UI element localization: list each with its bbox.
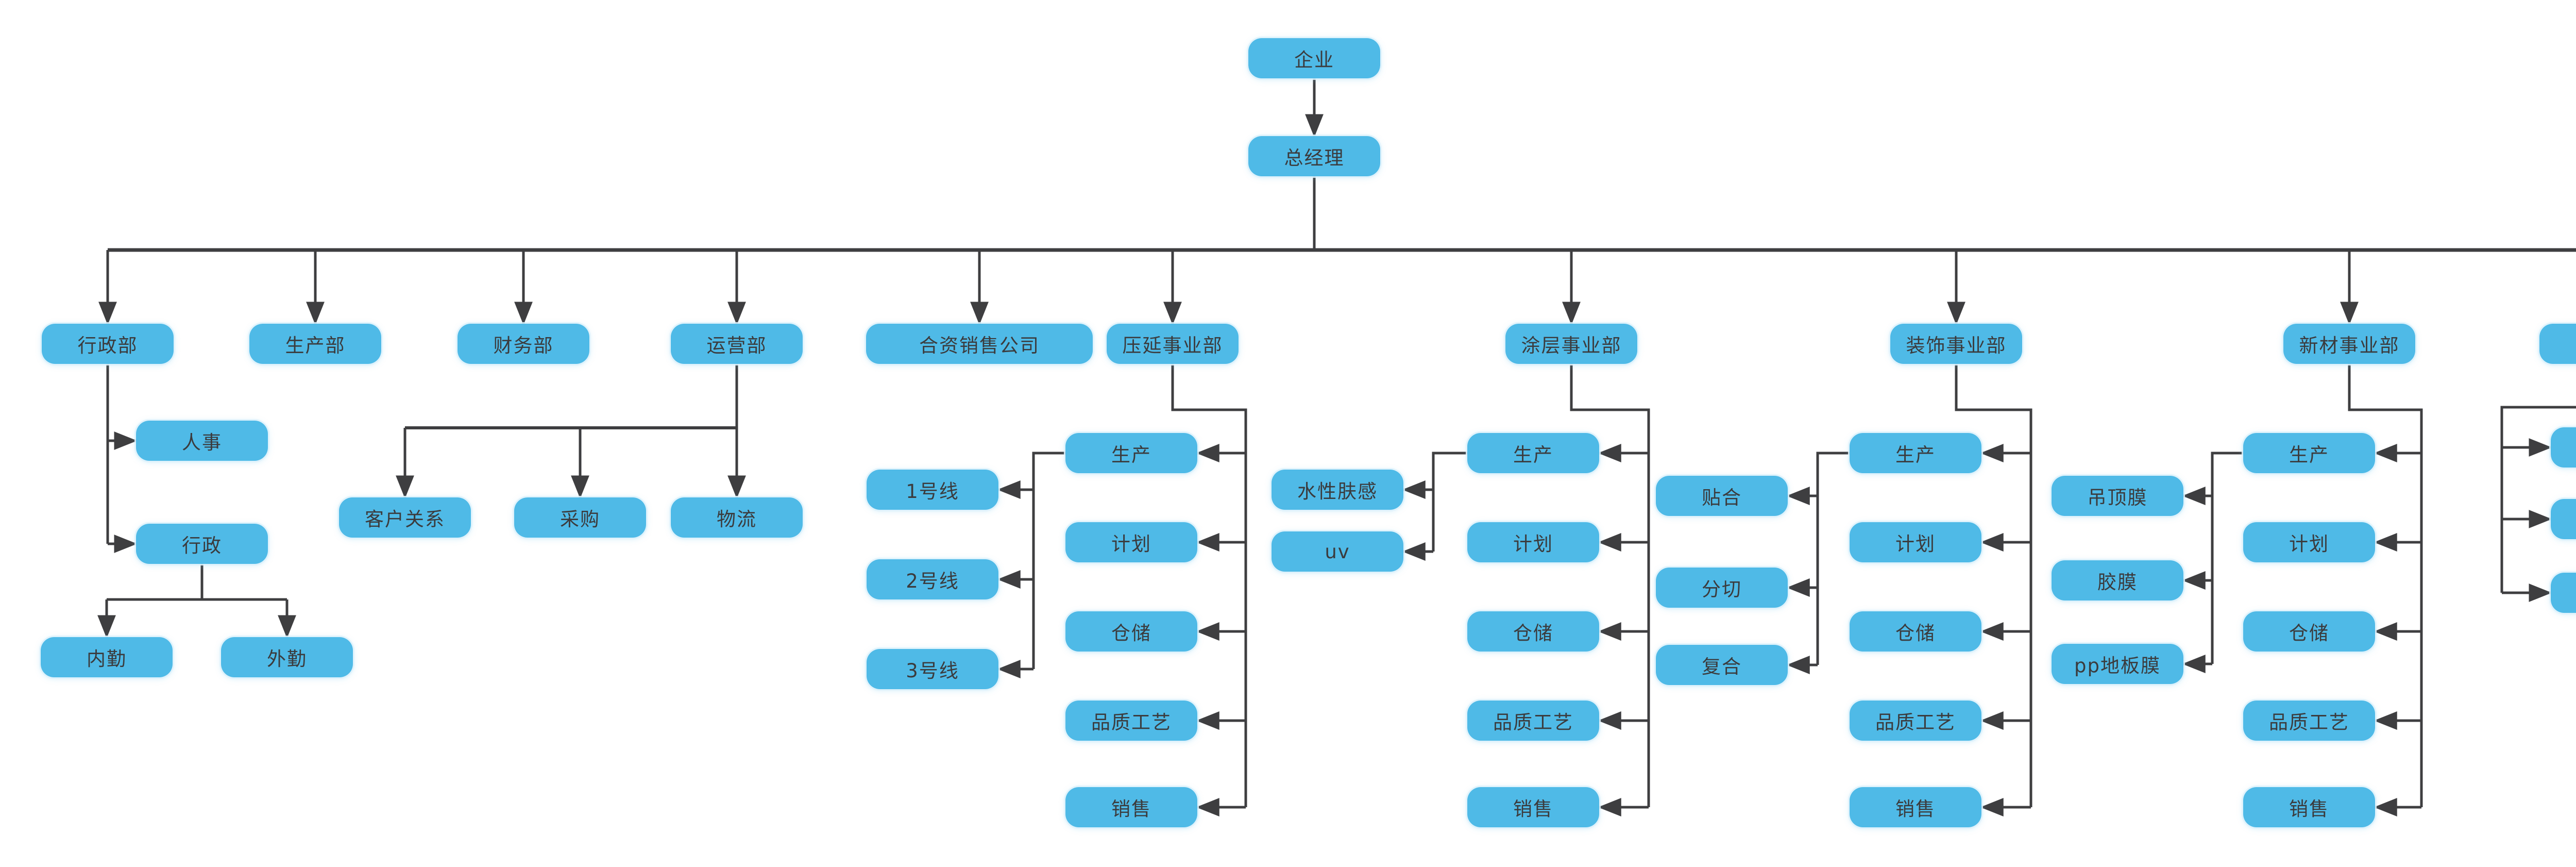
node-line-2[interactable]: 2号线 (867, 559, 998, 599)
connector (1816, 452, 1850, 665)
node-zhuangshi-pinzhi-gongyi[interactable]: 品质工艺 (1850, 701, 1981, 741)
node-xincai-jihua[interactable]: 计划 (2243, 522, 2375, 562)
node-pp-diban-mo[interactable]: pp地板膜 (2052, 644, 2183, 684)
node-zhuangshi-xiaoshou[interactable]: 销售 (1850, 787, 1981, 827)
node-hezi-xiaoshou-gongsi[interactable]: 合资销售公司 (866, 324, 1093, 364)
connector (1432, 452, 1467, 552)
connector (1171, 364, 1247, 807)
node-waiqin[interactable]: 外勤 (221, 637, 353, 677)
node-yayan-xiaoshou[interactable]: 销售 (1065, 787, 1197, 827)
node-houqin[interactable]: 后勤 (2539, 324, 2576, 364)
node-tuceng-pinzhi-gongyi[interactable]: 品质工艺 (1467, 701, 1599, 741)
connector (1570, 364, 1650, 807)
node-uv[interactable]: uv (1272, 531, 1403, 572)
node-xingzheng[interactable]: 行政 (136, 524, 268, 564)
node-fuhe[interactable]: 复合 (1656, 645, 1788, 685)
node-jidian[interactable]: 机电 (2551, 427, 2576, 468)
node-yayan-jihua[interactable]: 计划 (1065, 522, 1197, 562)
node-zhuangshi-jihua[interactable]: 计划 (1850, 522, 1981, 562)
node-xincai-xiaoshou[interactable]: 销售 (2243, 787, 2375, 827)
node-caigou[interactable]: 采购 (514, 497, 646, 538)
node-yayan-shiyebu[interactable]: 压延事业部 (1107, 324, 1239, 364)
node-xincai-pinzhi-gongyi[interactable]: 品质工艺 (2243, 701, 2375, 741)
node-xincai-shiyebu[interactable]: 新材事业部 (2283, 324, 2415, 364)
node-tuceng-shengchan[interactable]: 生产 (1467, 433, 1599, 473)
node-qiye[interactable]: 企业 (1248, 38, 1380, 78)
node-shuixing-fugan[interactable]: 水性肤感 (1272, 470, 1403, 510)
node-wuliu[interactable]: 物流 (671, 497, 803, 538)
node-anhuan[interactable]: 安环 (2551, 499, 2576, 539)
connector (2211, 452, 2243, 664)
node-zhuangshi-cangchu[interactable]: 仓储 (1850, 611, 1981, 652)
node-xingzhengbu[interactable]: 行政部 (42, 324, 174, 364)
node-neiqin[interactable]: 内勤 (41, 637, 173, 677)
node-zhuangshi-shengchan[interactable]: 生产 (1850, 433, 1981, 473)
node-yayan-cangchu[interactable]: 仓储 (1065, 611, 1197, 652)
node-gongcheng[interactable]: 工程 (2551, 573, 2576, 613)
node-zhuangshi-shiyebu[interactable]: 装饰事业部 (1890, 324, 2022, 364)
node-tuceng-jihua[interactable]: 计划 (1467, 522, 1599, 562)
node-tuceng-shiyebu[interactable]: 涂层事业部 (1505, 324, 1637, 364)
connector (1955, 364, 2032, 807)
node-caiwubu[interactable]: 财务部 (457, 324, 589, 364)
node-fenqie[interactable]: 分切 (1656, 568, 1788, 608)
node-line-1[interactable]: 1号线 (867, 470, 998, 510)
node-zongjingli[interactable]: 总经理 (1248, 136, 1380, 176)
node-xincai-cangchu[interactable]: 仓储 (2243, 611, 2375, 652)
node-line-3[interactable]: 3号线 (867, 649, 998, 689)
node-yunyingbu[interactable]: 运营部 (671, 324, 803, 364)
connector (1032, 452, 1065, 669)
node-xincai-shengchan[interactable]: 生产 (2243, 433, 2375, 473)
node-tuceng-cangchu[interactable]: 仓储 (1467, 611, 1599, 652)
node-tiehe[interactable]: 贴合 (1656, 476, 1788, 516)
node-diaoding-mo[interactable]: 吊顶膜 (2052, 476, 2183, 516)
connector (2348, 364, 2423, 807)
connector (2500, 406, 2576, 593)
node-jiao-mo[interactable]: 胶膜 (2052, 560, 2183, 601)
node-tuceng-xiaoshou[interactable]: 销售 (1467, 787, 1599, 827)
node-kehu-guanxi[interactable]: 客户关系 (339, 497, 471, 538)
node-yayan-shengchan[interactable]: 生产 (1065, 433, 1197, 473)
node-shengchanbu[interactable]: 生产部 (249, 324, 381, 364)
node-yayan-pinzhi-gongyi[interactable]: 品质工艺 (1065, 701, 1197, 741)
node-renshi[interactable]: 人事 (136, 421, 268, 461)
